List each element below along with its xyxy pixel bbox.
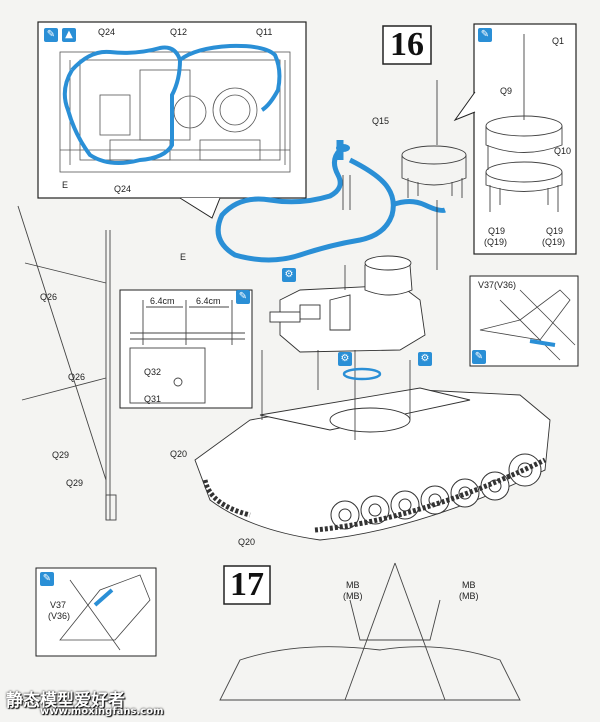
- pulley-drawing: [485, 34, 563, 212]
- label-q9: Q9: [500, 86, 513, 96]
- watermark-url: www.moxingfans.com: [40, 706, 164, 717]
- engine-deck-drawing: [59, 51, 291, 173]
- label-v36-left: (V36): [48, 611, 71, 621]
- label-dim-left: 6.4cm: [150, 296, 175, 306]
- label-q26-mid: Q26: [68, 372, 86, 382]
- antenna-rod: [17, 205, 117, 521]
- step-number-17: 17: [230, 566, 264, 603]
- glue-icon: ✎: [478, 28, 492, 42]
- label-q15: Q15: [372, 116, 390, 126]
- label-q19-a: Q19: [488, 226, 506, 236]
- label-q29-a: Q29: [52, 450, 70, 460]
- paint-icon: ▲: [62, 28, 76, 42]
- watermark-chinese: 静态模型爱好者: [6, 691, 125, 711]
- v37-left-inset-frame: [35, 567, 157, 657]
- label-q19-a-alt: (Q19): [484, 237, 508, 247]
- label-q19-b: Q19: [546, 226, 564, 236]
- gear-icon: ⚙: [338, 352, 352, 366]
- label-q19-b-alt: (Q19): [542, 237, 566, 247]
- glue-icon: ✎: [40, 572, 54, 586]
- glue-icon: ✎: [44, 28, 58, 42]
- pulley-small: [401, 80, 467, 198]
- label-q10: Q10: [554, 146, 572, 156]
- label-e-inset: E: [62, 180, 69, 190]
- label-mb-left-alt: (MB): [343, 591, 363, 601]
- label-v37-left: V37: [50, 600, 67, 610]
- label-q11: Q11: [256, 27, 273, 37]
- label-q32: Q32: [144, 367, 162, 377]
- label-q24-bottom: Q24: [114, 184, 132, 194]
- glue-icon: ✎: [236, 290, 250, 304]
- label-q20-bottom: Q20: [238, 537, 256, 547]
- label-q12: Q12: [170, 27, 188, 37]
- label-q26-top: Q26: [40, 292, 58, 302]
- label-mb-left: MB: [346, 580, 360, 590]
- label-mb-right-alt: (MB): [459, 591, 479, 601]
- step16-box: [382, 25, 432, 65]
- label-e-main: E: [180, 252, 187, 262]
- label-q1: Q1: [552, 36, 565, 46]
- v37-inset-frame: [469, 275, 579, 367]
- rotate-arrow: [342, 367, 382, 381]
- turret-drawing: [269, 255, 426, 353]
- gear-icon: ⚙: [282, 268, 296, 282]
- step17-tank: [219, 562, 521, 701]
- gear-icon: ⚙: [418, 352, 432, 366]
- label-q20-left: Q20: [170, 449, 188, 459]
- step-number-16: 16: [390, 26, 424, 63]
- label-mb-right: MB: [462, 580, 476, 590]
- inset-blue-cable: [62, 43, 282, 166]
- label-q24-top: Q24: [98, 27, 116, 37]
- pulley-inset-frame: [473, 23, 577, 255]
- step17-box: [223, 565, 271, 605]
- label-q31: Q31: [144, 394, 162, 404]
- label-q29-b: Q29: [66, 478, 84, 488]
- label-dim-right: 6.4cm: [196, 296, 221, 306]
- label-v37-right: V37(V36): [478, 280, 517, 290]
- glue-icon: ✎: [472, 350, 486, 364]
- road-wheels: [330, 453, 542, 530]
